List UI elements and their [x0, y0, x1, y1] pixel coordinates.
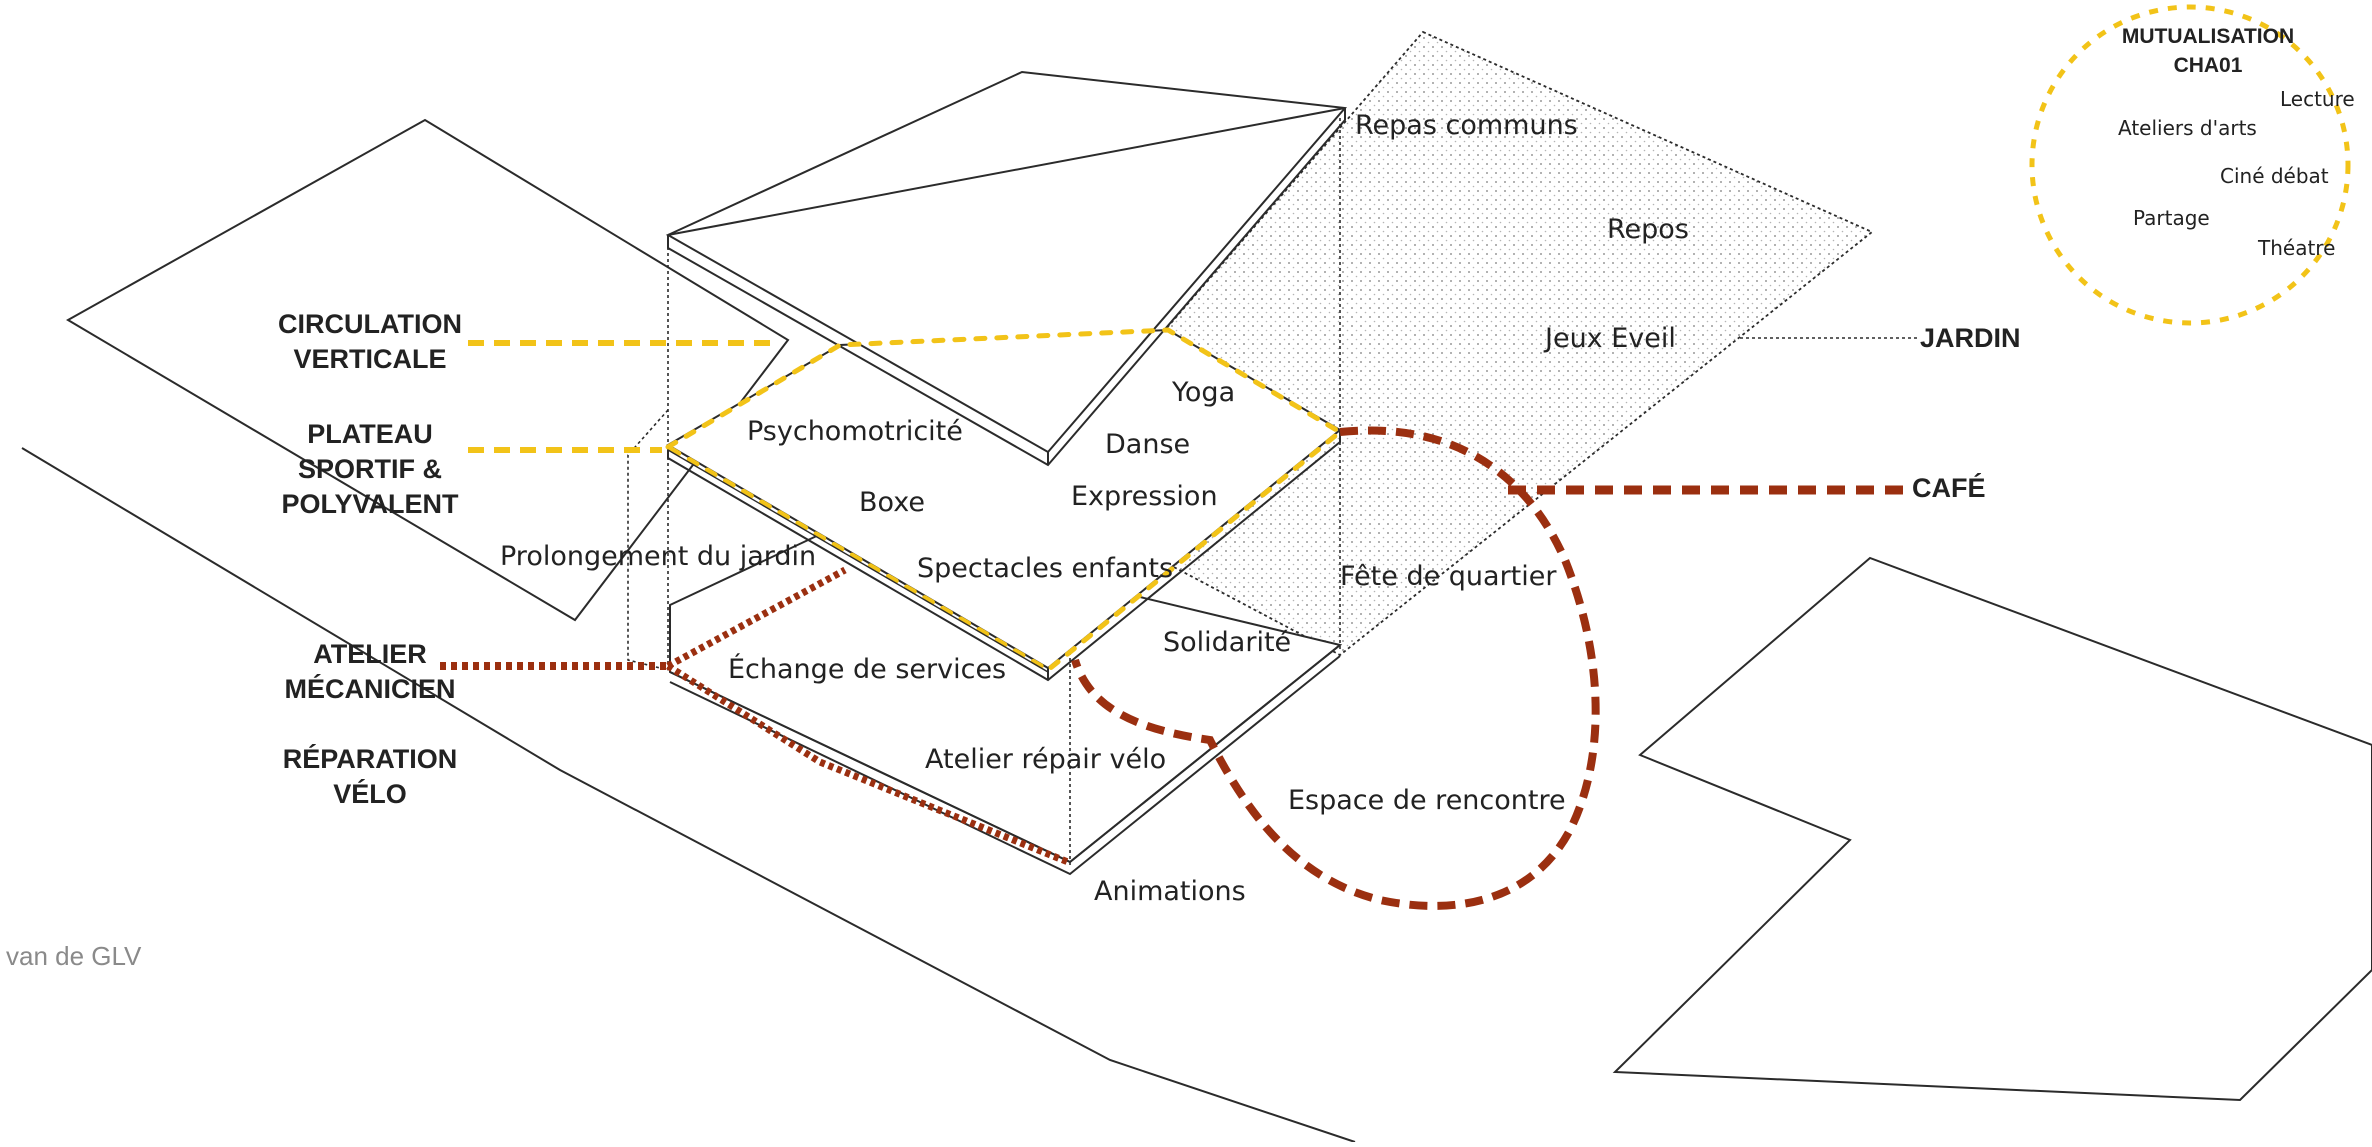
- plateau-yellow-outline: [663, 327, 1345, 674]
- activity-expression: Expression: [1071, 481, 1218, 512]
- activity-animations: Animations: [1094, 876, 1246, 907]
- label-reparation-1: RÉPARATION: [283, 743, 458, 774]
- activity-danse: Danse: [1105, 429, 1190, 460]
- label-atelier-2: MÉCANICIEN: [284, 673, 455, 704]
- left-labels: CIRCULATION VERTICALE PLATEAU SPORTIF & …: [278, 309, 462, 809]
- activity-psychomotricite: Psychomotricité: [747, 416, 963, 447]
- left-parcel-outline: [65, 118, 790, 622]
- atelier-path: [666, 566, 847, 670]
- roof-diagonal: [667, 107, 1346, 236]
- activity-atelier-velo: Atelier répair vélo: [925, 744, 1166, 775]
- plateau-labels: Psychomotricité Yoga Danse Boxe Expressi…: [747, 377, 1235, 584]
- ground-labels: Prolongement du jardin Échange de servic…: [500, 541, 1566, 907]
- label-cafe: CAFÉ: [1912, 472, 1986, 503]
- garden-labels: Repas communs Repos Jeux Eveil Fête de q…: [1340, 110, 1689, 592]
- mutualisation-item-theatre: Théatre: [2257, 236, 2335, 260]
- label-plateau-3: POLYVALENT: [281, 489, 459, 519]
- street-outline: [21, 447, 1356, 1143]
- activity-yoga: Yoga: [1171, 377, 1235, 408]
- label-plateau-1: PLATEAU: [307, 419, 433, 449]
- brown-paths: [440, 426, 1905, 910]
- garden-repos: Repos: [1607, 214, 1689, 245]
- activity-prolongement: Prolongement du jardin: [500, 541, 816, 572]
- rencontre-loop: [1071, 426, 1600, 910]
- activity-espace: Espace de rencontre: [1288, 785, 1566, 816]
- mutualisation-item-ateliers: Ateliers d'arts: [2118, 116, 2257, 140]
- label-atelier-1: ATELIER: [313, 639, 427, 669]
- garden-repas: Repas communs: [1355, 110, 1578, 141]
- garden-fete: Fête de quartier: [1340, 561, 1557, 592]
- activity-echange: Échange de services: [728, 653, 1006, 685]
- mutualisation-circle: [2029, 4, 2351, 326]
- ground-slab: [669, 523, 1343, 876]
- mutualisation-group: MUTUALISATION CHA01 Lecture Ateliers d'a…: [2118, 25, 2355, 260]
- yellow-leaders: [468, 340, 772, 453]
- activity-solidarite: Solidarité: [1163, 627, 1291, 658]
- ground-slab-edge-lower: [669, 655, 1341, 876]
- right-parcel-outline: [1612, 556, 2372, 1102]
- plateau-yellow-edge: [667, 449, 1049, 673]
- credit-text: van de GLV: [6, 941, 142, 971]
- label-reparation-2: VÉLO: [333, 778, 407, 809]
- label-jardin: JARDIN: [1920, 323, 2021, 353]
- garden-jeux: Jeux Eveil: [1543, 323, 1676, 354]
- mutualisation-item-cine: Ciné débat: [2220, 164, 2329, 188]
- mutualisation-item-lecture: Lecture: [2280, 87, 2355, 111]
- label-plateau-2: SPORTIF &: [298, 454, 442, 484]
- mutualisation-item-partage: Partage: [2133, 206, 2210, 230]
- mutualisation-title: MUTUALISATION: [2122, 25, 2294, 48]
- mutualisation-subtitle: CHA01: [2174, 54, 2243, 77]
- activity-boxe: Boxe: [859, 487, 925, 518]
- activity-spectacles: Spectacles enfants: [917, 553, 1173, 584]
- site-outlines: [21, 118, 2372, 1143]
- label-circulation-1: CIRCULATION: [278, 309, 462, 339]
- label-circulation-2: VERTICALE: [293, 344, 446, 374]
- roof-slab: [665, 70, 1347, 467]
